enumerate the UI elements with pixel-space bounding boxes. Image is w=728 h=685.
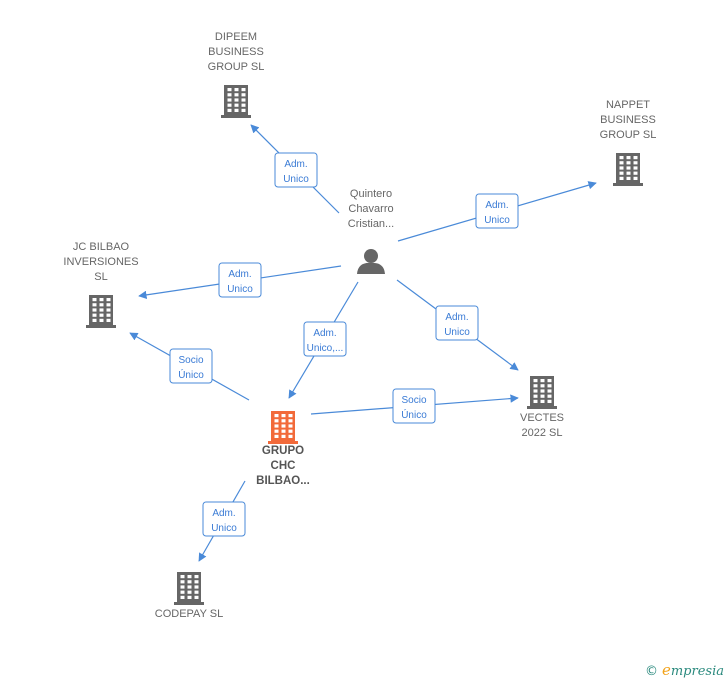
- edge-label-box[interactable]: [169, 348, 213, 384]
- node-label: BUSINESS: [208, 46, 264, 58]
- edge-label-text: Adm.: [445, 312, 468, 323]
- edge-label-box[interactable]: [392, 388, 436, 424]
- building-icon: [86, 295, 116, 328]
- node-label: Chavarro: [348, 203, 393, 215]
- edge-label-text: Adm.: [228, 269, 251, 280]
- node-nappet[interactable]: NAPPET BUSINESS GROUP SL: [600, 99, 657, 186]
- edge-person-to-dipeem: Adm. Unico: [250, 124, 340, 214]
- node-jcbilbao[interactable]: JC BILBAO INVERSIONES SL: [63, 241, 139, 328]
- node-codepay[interactable]: CODEPAY SL: [155, 572, 223, 620]
- edge-label-box[interactable]: [274, 152, 318, 188]
- edge-label-text: Único: [178, 368, 204, 381]
- edge-label-text: Unico: [283, 174, 309, 185]
- building-icon: [613, 153, 643, 186]
- node-label: SL: [94, 271, 107, 283]
- edge-label-box[interactable]: [202, 501, 246, 537]
- node-label: JC BILBAO: [73, 241, 130, 253]
- footer-brand: ©empresia: [645, 661, 724, 679]
- node-label: CHC: [271, 460, 296, 472]
- node-label: GROUP SL: [600, 129, 657, 141]
- edge-person-to-nappet: Adm. Unico: [397, 181, 597, 242]
- edge-label-box[interactable]: [303, 321, 347, 357]
- edge-label-text: Socio: [401, 395, 426, 406]
- edges-layer: Adm.UnicoAdm.UnicoAdm.UnicoAdm.Unico,...…: [129, 124, 597, 562]
- node-label: CODEPAY SL: [155, 608, 223, 620]
- empresia-logo: empresia: [661, 661, 724, 679]
- node-vectes[interactable]: VECTES 2022 SL: [520, 376, 564, 439]
- edge-label-box[interactable]: [435, 305, 479, 341]
- edge-label-text: Unico: [211, 523, 237, 534]
- edge-person-to-grupo: Adm. Unico,...: [288, 281, 359, 399]
- edge-grupo-to-codepay: Adm. Unico: [198, 480, 246, 562]
- edge-label-text: Adm.: [212, 508, 235, 519]
- edge-label-box[interactable]: [218, 262, 262, 298]
- building-icon: [527, 376, 557, 409]
- node-label: 2022 SL: [522, 427, 563, 439]
- node-person[interactable]: QuinteroChavarroCristian...: [348, 188, 394, 274]
- node-dipeem[interactable]: DIPEEM BUSINESS GROUP SL: [208, 31, 265, 118]
- node-label: Cristian...: [348, 218, 394, 230]
- building-icon: [174, 572, 204, 605]
- edge-label-text: Unico: [484, 215, 510, 226]
- edge-label-text: Adm.: [485, 200, 508, 211]
- person-icon: [357, 249, 385, 274]
- edge-person-to-jcbilbao: Adm. Unico: [138, 262, 342, 300]
- node-label: INVERSIONES: [63, 256, 138, 268]
- node-label: VECTES: [520, 412, 564, 424]
- edge-person-to-vectes: Adm. Unico: [396, 279, 519, 371]
- edge-label-text: Unico,...: [307, 343, 344, 354]
- node-label: NAPPET: [606, 99, 650, 111]
- edge-label-text: Único: [401, 408, 427, 421]
- edge-label-text: Unico: [444, 327, 470, 338]
- building-icon: [221, 85, 251, 118]
- edge-label-text: Socio: [178, 355, 203, 366]
- node-label: GRUPO: [262, 445, 304, 457]
- node-label: Quintero: [350, 188, 392, 200]
- node-label: DIPEEM: [215, 31, 257, 43]
- edge-label-box[interactable]: [475, 193, 519, 229]
- copyright-symbol: ©: [644, 664, 658, 679]
- edge-label-text: Adm.: [284, 159, 307, 170]
- node-label: BUSINESS: [600, 114, 656, 126]
- node-grupo[interactable]: GRUPO CHC BILBAO...: [256, 411, 310, 487]
- edge-label-text: Adm.: [313, 328, 336, 339]
- node-label: BILBAO...: [256, 475, 310, 487]
- node-label: GROUP SL: [208, 61, 265, 73]
- edge-label-text: Unico: [227, 284, 253, 295]
- building-icon: [268, 411, 298, 444]
